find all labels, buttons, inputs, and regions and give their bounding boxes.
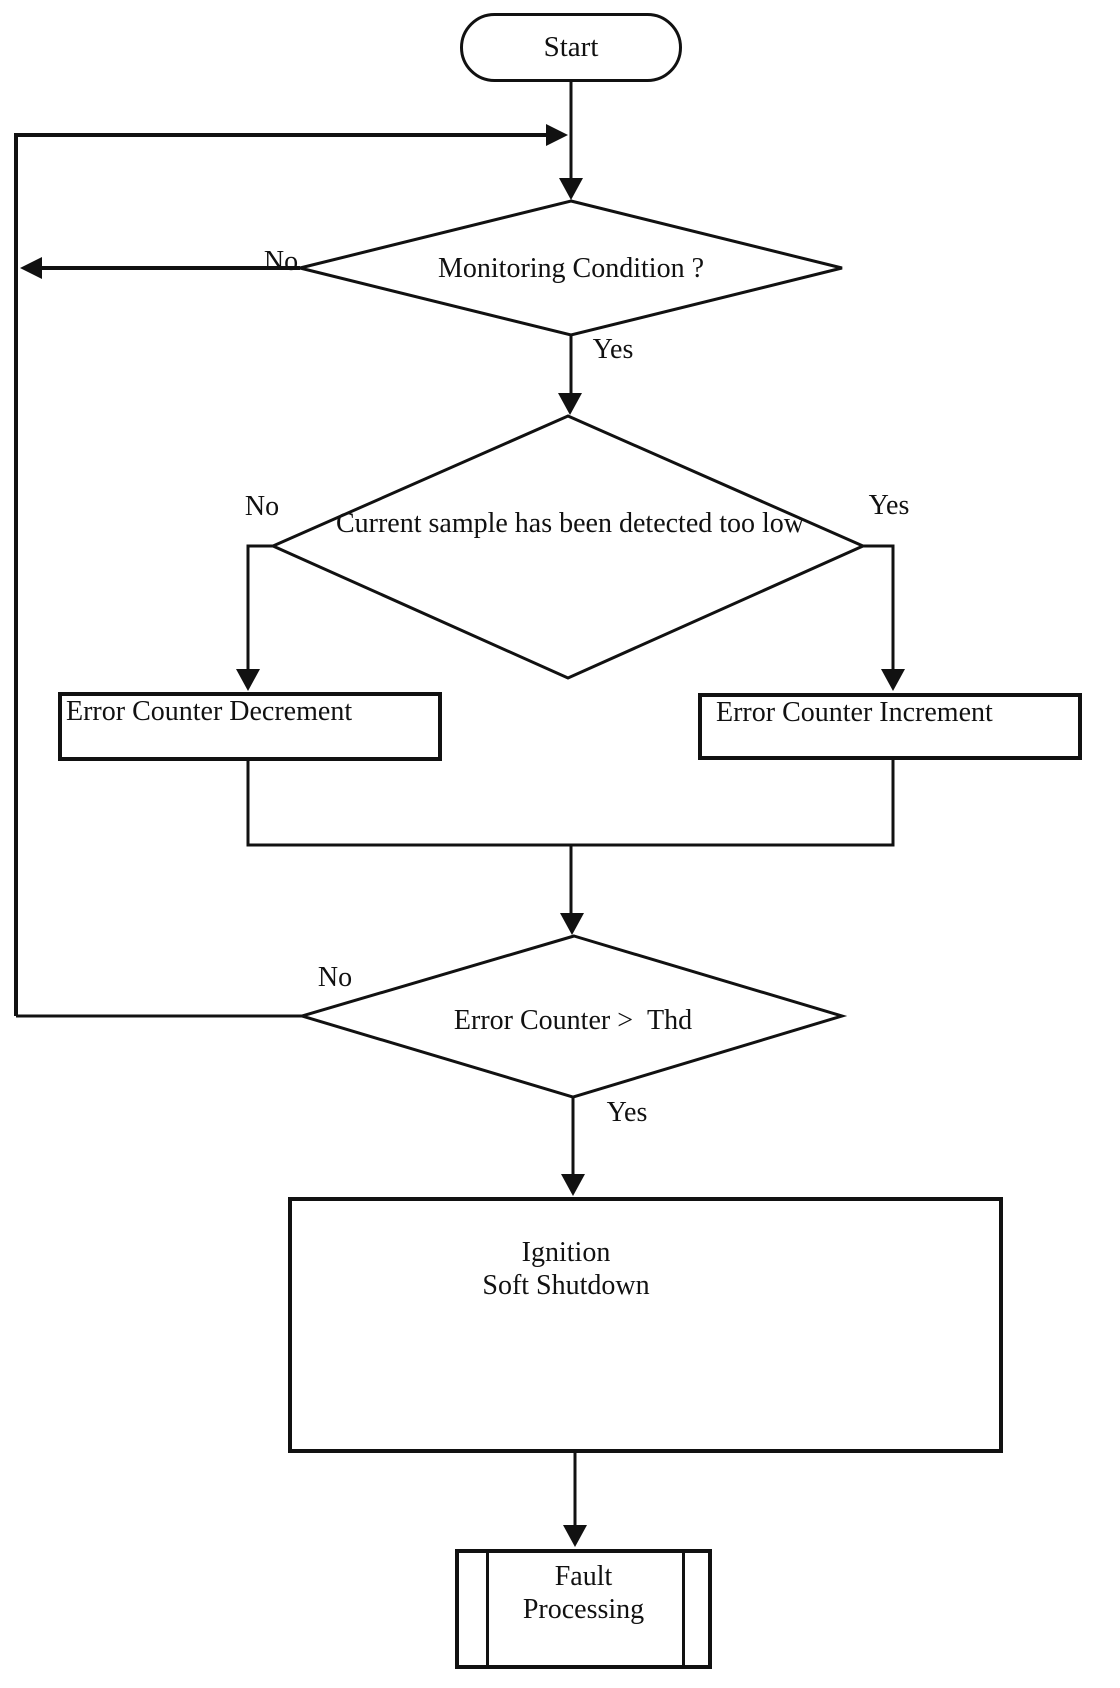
predefined-process-fault-processing: Fault Processing — [455, 1549, 712, 1669]
sample-no-label: No — [244, 491, 280, 522]
shutdown-line2: Soft Shutdown — [482, 1270, 650, 1301]
edge-sample-yes — [863, 544, 895, 678]
monitoring-yes-label: Yes — [592, 334, 634, 365]
shutdown-line1: Ignition — [521, 1237, 611, 1268]
fault-line2: Processing — [522, 1594, 645, 1625]
edge-sample-no — [246, 544, 273, 678]
arrowhead-loop-entry-icon — [546, 124, 568, 146]
decision-current-sample-too-low — [269, 414, 867, 680]
process-error-counter-decrement: Error Counter Decrement — [58, 692, 442, 761]
decision-monitoring-condition — [299, 199, 843, 337]
shutdown-text-block: Ignition Soft Shutdown — [482, 1236, 649, 1302]
fault-left-bar — [486, 1553, 489, 1665]
edge-loop-rail — [14, 133, 546, 1016]
fault-right-bar — [682, 1553, 685, 1665]
arrowhead-into-fault-icon — [563, 1525, 587, 1547]
threshold-yes-label: Yes — [606, 1097, 648, 1128]
sample-yes-label: Yes — [868, 490, 910, 521]
arrowhead-sample-no-icon — [236, 669, 260, 691]
error-counter-decrement-label: Error Counter Decrement — [66, 696, 353, 727]
start-terminator: Start — [460, 13, 682, 82]
arrowhead-threshold-yes-icon — [561, 1174, 585, 1196]
error-counter-increment-label: Error Counter Increment — [716, 697, 993, 728]
arrowhead-monitoring-no-icon — [20, 257, 42, 279]
fault-line1: Fault — [554, 1561, 613, 1592]
edge-merge — [246, 760, 895, 847]
process-error-counter-increment: Error Counter Increment — [698, 693, 1082, 760]
monitoring-no-label: No — [263, 246, 299, 277]
decision-error-counter-threshold — [296, 934, 848, 1099]
arrowhead-into-monitoring-icon — [559, 178, 583, 200]
arrowhead-sample-yes-icon — [881, 669, 905, 691]
arrowhead-monitoring-yes-icon — [558, 393, 582, 415]
fault-text-block: Fault Processing — [459, 1560, 708, 1626]
arrowhead-into-threshold-icon — [560, 913, 584, 935]
current-sample-label: Current sample has been detected too low — [335, 508, 805, 539]
monitoring-condition-label: Monitoring Condition ? — [438, 253, 704, 284]
start-label: Start — [543, 30, 599, 63]
process-ignition-soft-shutdown: Ignition Soft Shutdown — [288, 1197, 1003, 1453]
error-counter-threshold-label: Error Counter > Thd — [453, 1005, 693, 1036]
threshold-no-label: No — [317, 962, 353, 993]
